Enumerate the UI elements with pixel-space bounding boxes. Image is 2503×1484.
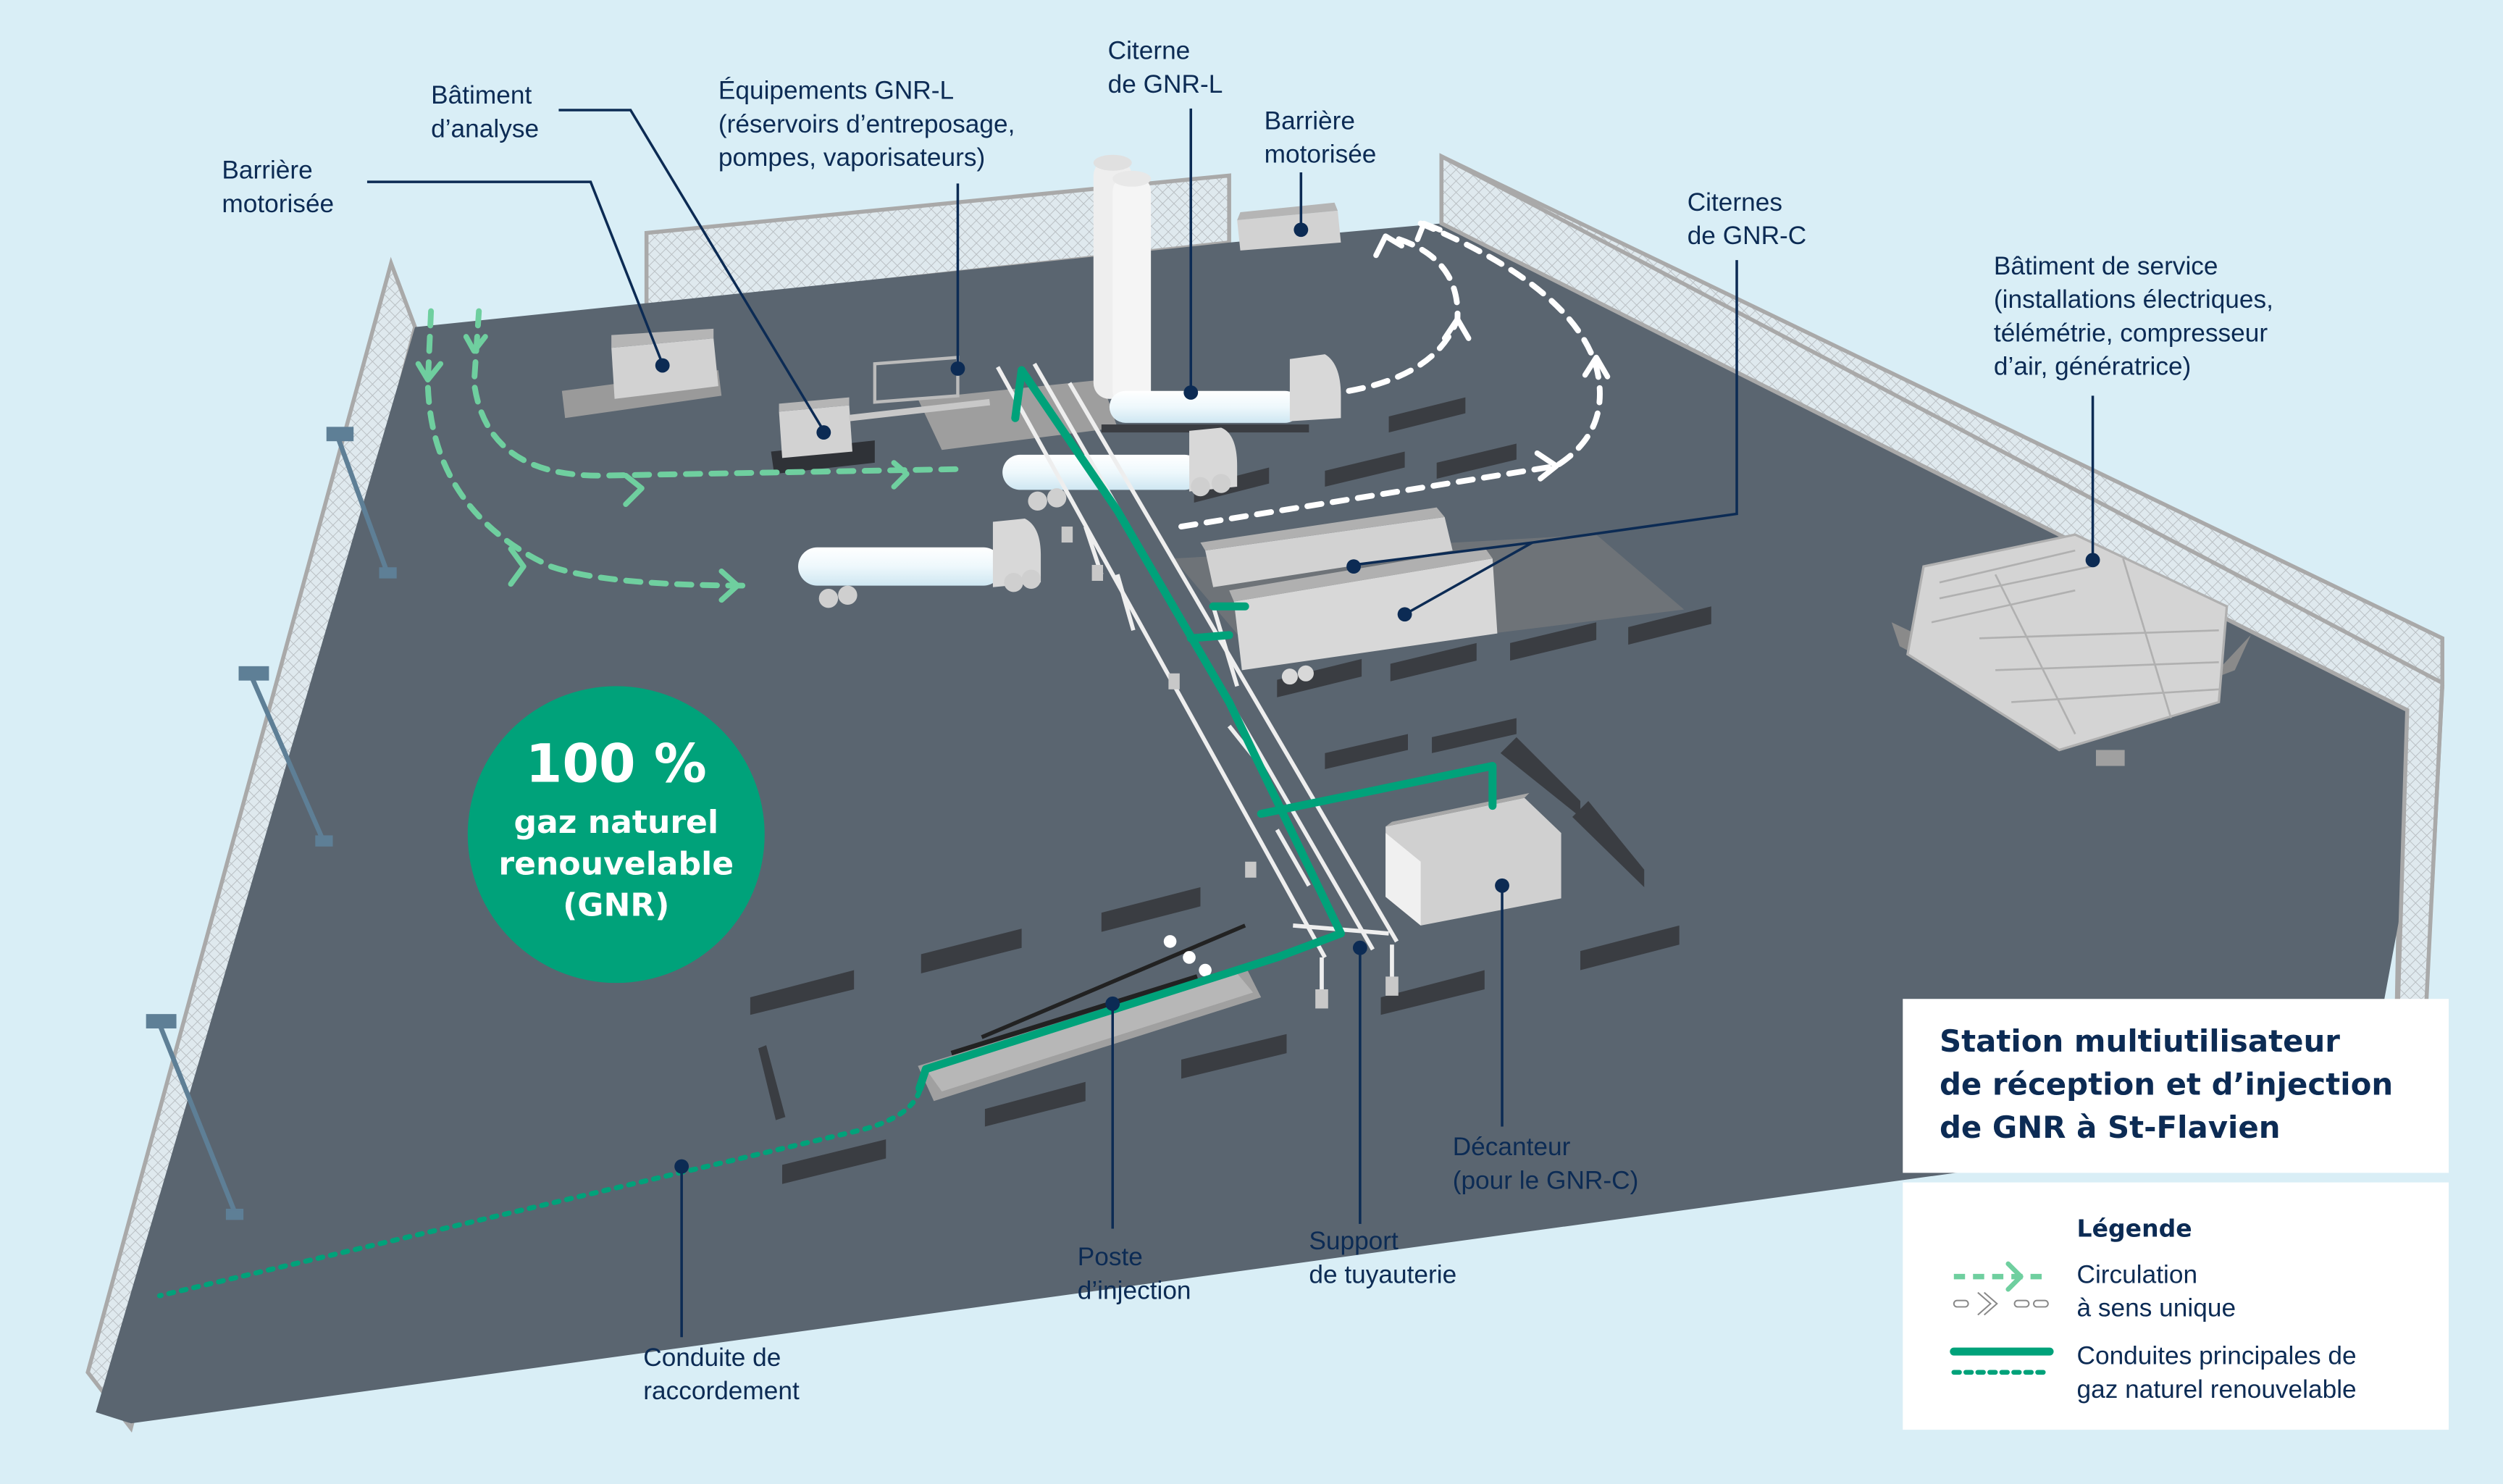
gnr-badge-line: gaz naturel bbox=[513, 804, 718, 841]
traffic-arrow-heads-white bbox=[1373, 220, 1611, 482]
callout-text: de GNR-C bbox=[1687, 222, 1807, 250]
light-pole-icon bbox=[238, 666, 333, 847]
callout-text: d’analyse bbox=[431, 114, 539, 143]
gnrl-analysis-shed bbox=[771, 397, 875, 474]
title-panel: Station multiutilisateur de réception et… bbox=[1903, 999, 2449, 1173]
light-poles bbox=[146, 427, 397, 1220]
callout-text: motorisée bbox=[1265, 141, 1377, 169]
callout-decanteur: Décanteur (pour le GNR-C) bbox=[1453, 878, 1639, 1194]
callout-text: pompes, vaporisateurs) bbox=[718, 143, 985, 172]
decanter-unit bbox=[1385, 793, 1561, 926]
callout-citernes-gnrc: Citernes de GNR-C bbox=[1346, 188, 1807, 622]
legend-item-text: à sens unique bbox=[2077, 1294, 2236, 1322]
callout-text: (réservoirs d’entreposage, bbox=[718, 110, 1015, 138]
callout-text: d’injection bbox=[1078, 1276, 1191, 1304]
callout-text: Conduite de bbox=[643, 1343, 781, 1372]
callout-text: (installations électriques, bbox=[1994, 285, 2273, 314]
callout-text: Équipements GNR-L bbox=[718, 77, 954, 105]
traffic-arrow-heads-green bbox=[415, 334, 910, 603]
callout-text: Décanteur bbox=[1453, 1133, 1571, 1161]
legend-one-way-traffic-icon bbox=[1953, 1261, 2049, 1316]
legend-item-text: Conduites principales de bbox=[2077, 1342, 2357, 1370]
gnrl-storage-tanks bbox=[1093, 154, 1152, 407]
fence-left bbox=[85, 256, 417, 1433]
gnr-main-pipeline bbox=[915, 366, 1497, 1093]
callout-text: Poste bbox=[1078, 1243, 1143, 1271]
callout-text: Support bbox=[1309, 1227, 1399, 1255]
tanker-truck bbox=[798, 519, 1041, 608]
gnrc-trailers bbox=[1173, 507, 1685, 685]
callout-batiment-service: Bâtiment de service (installations élect… bbox=[1994, 252, 2273, 568]
legend-heading: Légende bbox=[2077, 1215, 2192, 1243]
callout-text: motorisée bbox=[222, 190, 334, 218]
gnr-badge-circle bbox=[467, 686, 765, 984]
callout-equipements-gnrl: Équipements GNR-L (réservoirs d’entrepos… bbox=[718, 77, 1015, 376]
callout-poste-injection: Poste d’injection bbox=[1078, 996, 1191, 1304]
legend-panel: Légende Circulation à sens unique Condui… bbox=[1903, 1182, 2449, 1430]
callout-text: de tuyauterie bbox=[1309, 1260, 1456, 1288]
gnr-connection-pipeline bbox=[156, 1089, 923, 1299]
pipe-rack-footings bbox=[1061, 527, 1399, 1009]
callout-barriere-right: Barrière motorisée bbox=[1265, 106, 1377, 238]
callout-text: raccordement bbox=[643, 1377, 800, 1405]
callout-conduite-raccordement: Conduite de raccordement bbox=[643, 1159, 800, 1405]
ground-plane bbox=[96, 223, 2443, 1424]
gnr-badge-line: (GNR) bbox=[563, 887, 669, 924]
callout-text: Citerne bbox=[1108, 37, 1191, 65]
title-line: de réception et d’injection bbox=[1940, 1066, 2393, 1102]
callout-text: Bâtiment de service bbox=[1994, 252, 2218, 280]
callout-text: de GNR-L bbox=[1108, 70, 1223, 98]
title-line: de GNR à St-Flavien bbox=[1940, 1110, 2281, 1145]
barrier-booth-right bbox=[1237, 202, 1341, 251]
gnr-badge-line: renouvelable bbox=[498, 845, 734, 882]
legend-item-text: gaz naturel renouvelable bbox=[2077, 1375, 2357, 1404]
callout-text: Citernes bbox=[1687, 188, 1782, 217]
callout-citerne-gnrl: Citerne de GNR-L bbox=[1108, 37, 1223, 400]
callout-text: télémétrie, compresseur bbox=[1994, 319, 2268, 347]
legend-item-text: Circulation bbox=[2077, 1260, 2198, 1288]
light-pole-icon bbox=[326, 427, 397, 579]
gnr-badge: 100 % gaz naturel renouvelable (GNR) bbox=[467, 686, 765, 984]
callout-text: Bâtiment bbox=[431, 81, 532, 109]
callout-text: d’air, génératrice) bbox=[1994, 353, 2191, 381]
title-line: Station multiutilisateur bbox=[1940, 1023, 2340, 1059]
gnrc-trailer bbox=[1200, 507, 1453, 587]
service-building bbox=[1891, 533, 2251, 766]
gnr-badge-percent: 100 % bbox=[526, 734, 707, 795]
callout-batiment-analyse: Bâtiment d’analyse bbox=[431, 81, 831, 440]
legend-pipeline-icon bbox=[1950, 1347, 2054, 1375]
traffic-route-incoming bbox=[424, 308, 961, 589]
callout-text: Barrière bbox=[222, 156, 312, 185]
callout-support-tuyauterie: Support de tuyauterie bbox=[1309, 940, 1456, 1288]
gnrl-tanker-truck bbox=[1101, 354, 1341, 433]
light-pole-icon bbox=[146, 1014, 244, 1220]
callout-text: (pour le GNR-C) bbox=[1453, 1166, 1639, 1194]
callout-text: Barrière bbox=[1265, 106, 1355, 135]
injection-station bbox=[918, 923, 1262, 1102]
callout-barriere-left: Barrière motorisée bbox=[222, 156, 670, 373]
gnrc-trailer bbox=[1229, 547, 1498, 685]
